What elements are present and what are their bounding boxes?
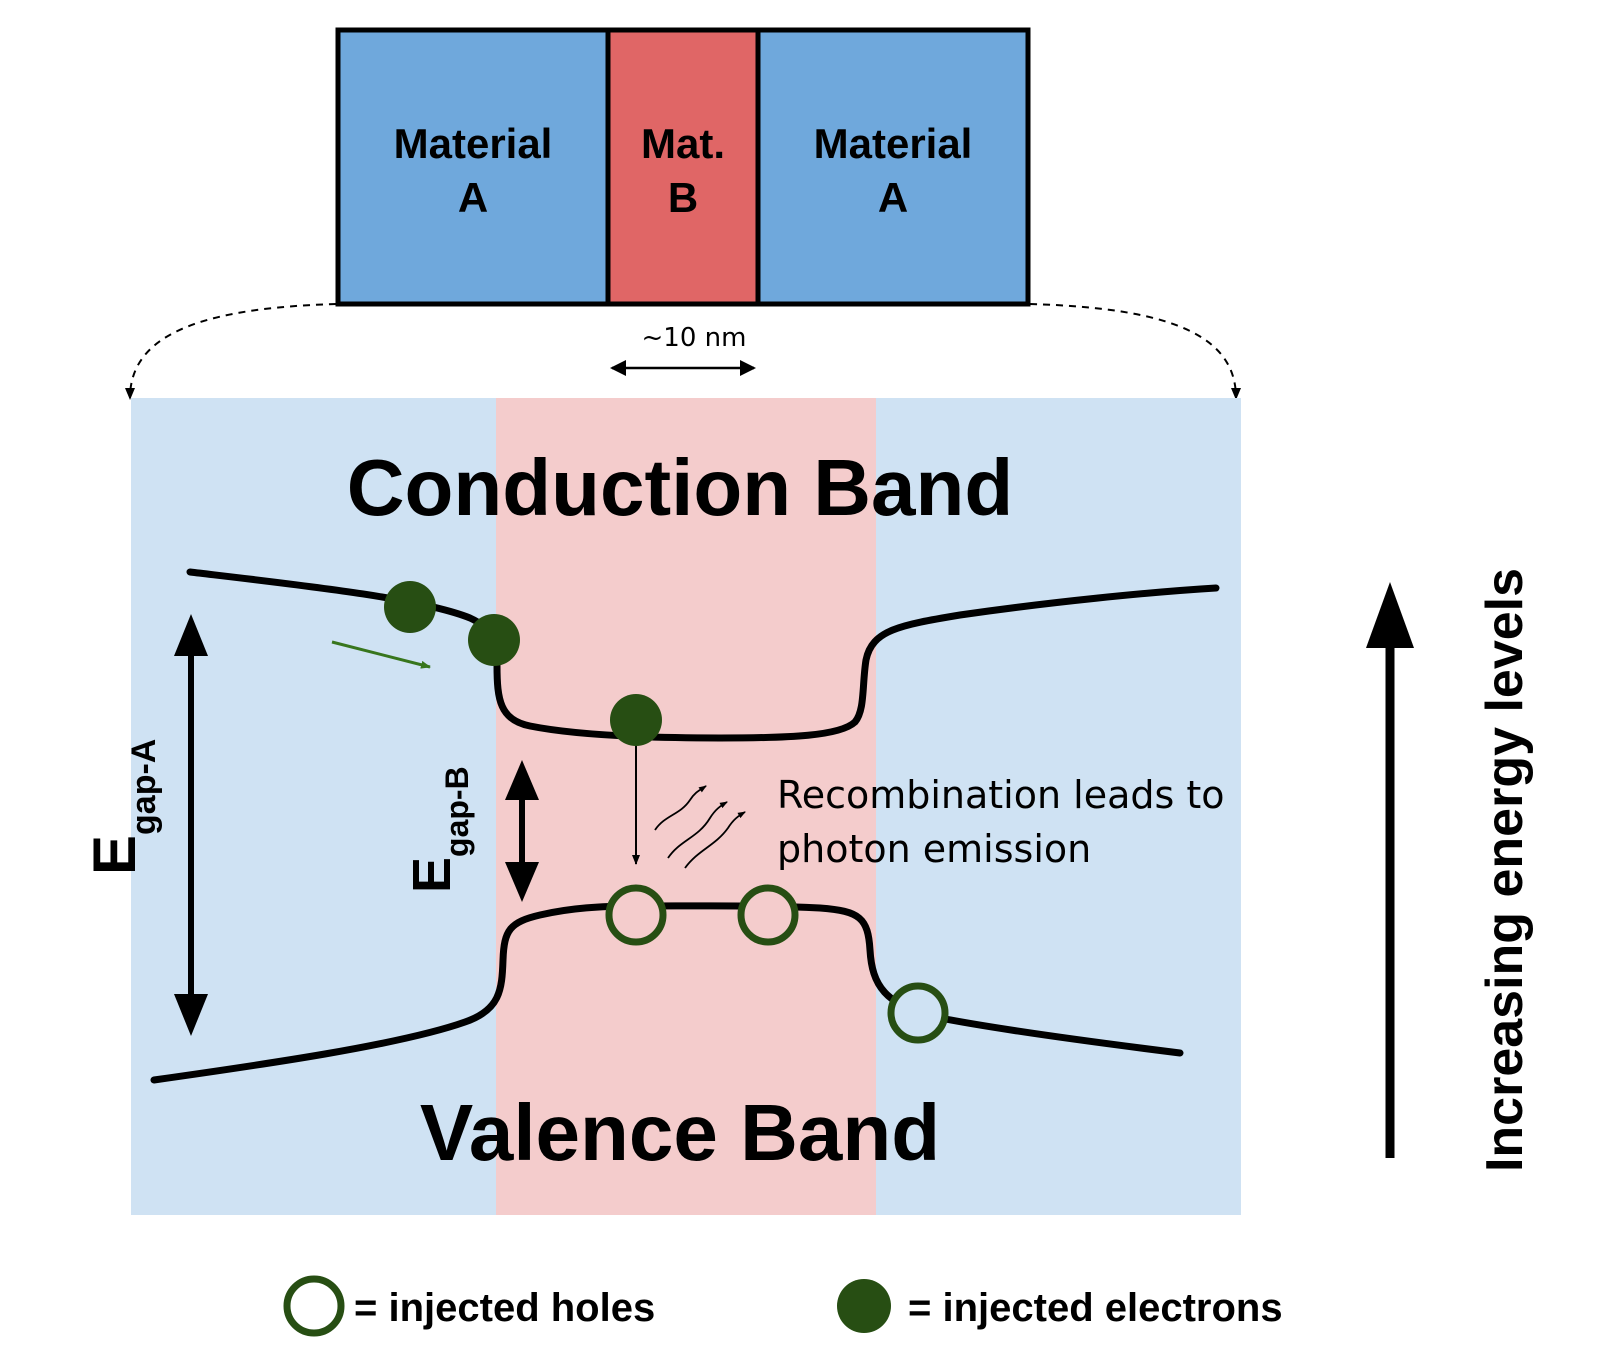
- width-arrow-right-head: [740, 360, 756, 376]
- valence-band-label: Valence Band: [420, 1088, 940, 1177]
- gap-b-arrow-top-head: [505, 760, 539, 800]
- photon-ray-3: [684, 811, 746, 869]
- material-a-left-label-line1: Material: [394, 120, 553, 167]
- material-b-block: [605, 27, 761, 307]
- photon-emission-icon: [654, 785, 746, 869]
- legend: = injected holes = injected electrons: [283, 1275, 1283, 1337]
- region-a-right: [876, 398, 1241, 1215]
- material-b-label-line2: B: [668, 174, 698, 221]
- conduction-band-label: Conduction Band: [347, 443, 1014, 532]
- legend-holes-label: = injected holes: [354, 1286, 655, 1330]
- width-indicator: ~10 nm: [610, 323, 756, 376]
- region-b: [496, 398, 876, 1215]
- energy-axis: Increasing energy levels: [1366, 568, 1534, 1172]
- recombination-text-line1: Recombination leads to: [777, 773, 1225, 817]
- energy-axis-label: Increasing energy levels: [1476, 568, 1534, 1172]
- recombination-text-line2: photon emission: [777, 827, 1091, 871]
- gap-a-label: Egap-A: [81, 739, 163, 875]
- energy-axis-arrow-head: [1366, 582, 1414, 648]
- zoom-curve-left-head: [125, 388, 135, 400]
- zoom-curve-right-head: [1231, 388, 1241, 400]
- width-arrow-left-head: [610, 360, 626, 376]
- band-region-background: [131, 398, 1241, 1215]
- holes: [605, 884, 949, 1044]
- gap-b-indicator: Egap-B: [402, 760, 539, 902]
- gap-b-subscript: gap-B: [439, 766, 475, 857]
- conduction-band-edge: [186, 568, 1220, 742]
- material-a-right-label-line1: Material: [814, 120, 973, 167]
- material-a-right-label-line2: A: [878, 174, 908, 221]
- material-stack: Material A Mat. B Material A: [335, 27, 1031, 307]
- gap-b-arrow-bottom-head: [505, 862, 539, 902]
- gap-a-arrow-bottom-head: [174, 994, 208, 1036]
- electron-injection-arrow: [331, 640, 431, 669]
- legend-hole-icon: [283, 1275, 345, 1337]
- gap-b-label: Egap-B: [402, 766, 475, 893]
- legend-electrons-label: = injected electrons: [908, 1286, 1283, 1330]
- photon-ray-1: [654, 785, 707, 831]
- gap-a-subscript: gap-A: [125, 739, 163, 835]
- legend-electron-icon: [837, 1279, 891, 1333]
- zoom-curve-left: [129, 303, 337, 399]
- zoom-curve-right: [1029, 303, 1237, 399]
- gap-b-symbol: E: [402, 857, 462, 893]
- electrons: [384, 581, 662, 746]
- electron-marker: [384, 581, 436, 633]
- gap-a-indicator: Egap-A: [81, 614, 208, 1036]
- width-label: ~10 nm: [642, 323, 747, 353]
- material-a-left-block: [335, 27, 611, 307]
- gap-a-symbol: E: [81, 835, 148, 875]
- material-a-right-block: [755, 27, 1031, 307]
- material-a-left-label-line2: A: [458, 174, 488, 221]
- electron-marker: [610, 694, 662, 746]
- photon-ray-2: [667, 801, 728, 859]
- hole-marker: [605, 884, 667, 946]
- gap-a-arrow-top-head: [174, 614, 208, 656]
- material-b-label-line1: Mat.: [641, 120, 725, 167]
- electron-marker: [468, 614, 520, 666]
- hole-marker: [737, 884, 799, 946]
- hole-marker: [887, 982, 949, 1044]
